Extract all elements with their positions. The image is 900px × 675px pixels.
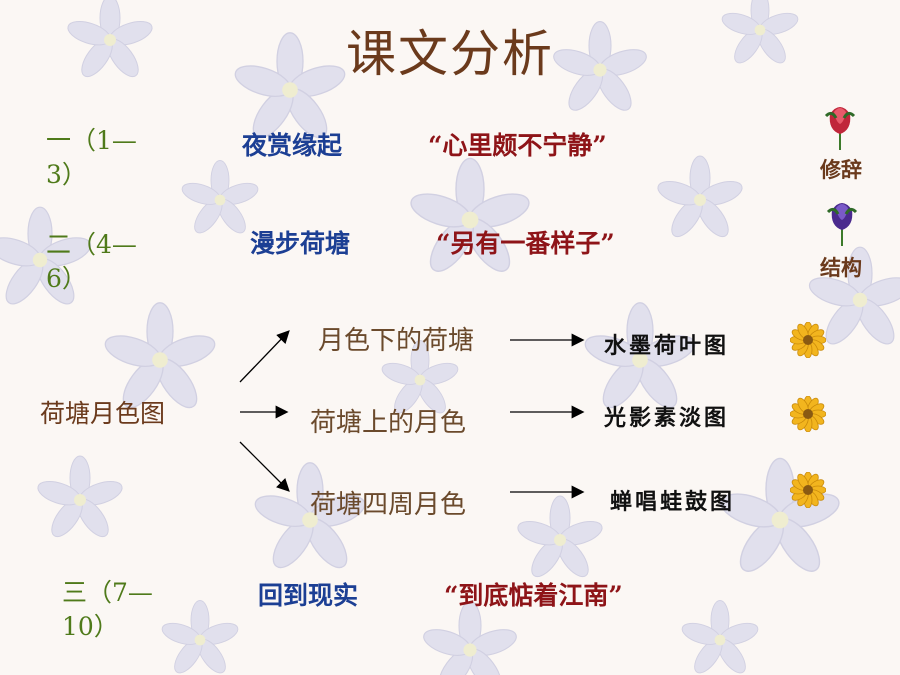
branch-3-result: 蝉唱蛙鼓图 [610,490,736,515]
section-1-number: 一（1—3） [46,126,137,189]
rhetoric-label[interactable]: 修辞 [820,157,862,182]
branch-3-label: 荷塘四周月色 [310,490,467,520]
section-3-quote: “到底惦着江南” [444,581,623,610]
section-2-quote: “另有一番样子” [436,229,615,258]
flower-link-icon[interactable] [790,396,826,432]
branch-2-result: 光影素淡图 [604,406,730,431]
branch-2-label: 荷塘上的月色 [310,408,467,438]
branch-1-label: 月色下的荷塘 [318,326,475,356]
rhetoric-flower-icon[interactable] [818,100,862,152]
section-3-name: 回到现实 [258,581,359,610]
structure-flower-icon[interactable] [820,196,864,248]
diagram-main-label: 荷塘月色图 [40,399,166,428]
section-2-name: 漫步荷塘 [250,229,351,258]
flower-link-icon[interactable] [790,472,826,508]
section-1-name: 夜赏缘起 [242,131,343,160]
section-3-number: 三（7—10） [62,578,153,641]
page-title: 课文分析 [346,25,554,83]
section-1-quote: “心里颇不宁静” [428,131,607,160]
branch-1-result: 水墨荷叶图 [604,334,730,359]
section-2-number: 二（4—6） [46,230,137,293]
flower-link-icon[interactable] [790,322,826,358]
structure-label[interactable]: 结构 [820,255,862,280]
